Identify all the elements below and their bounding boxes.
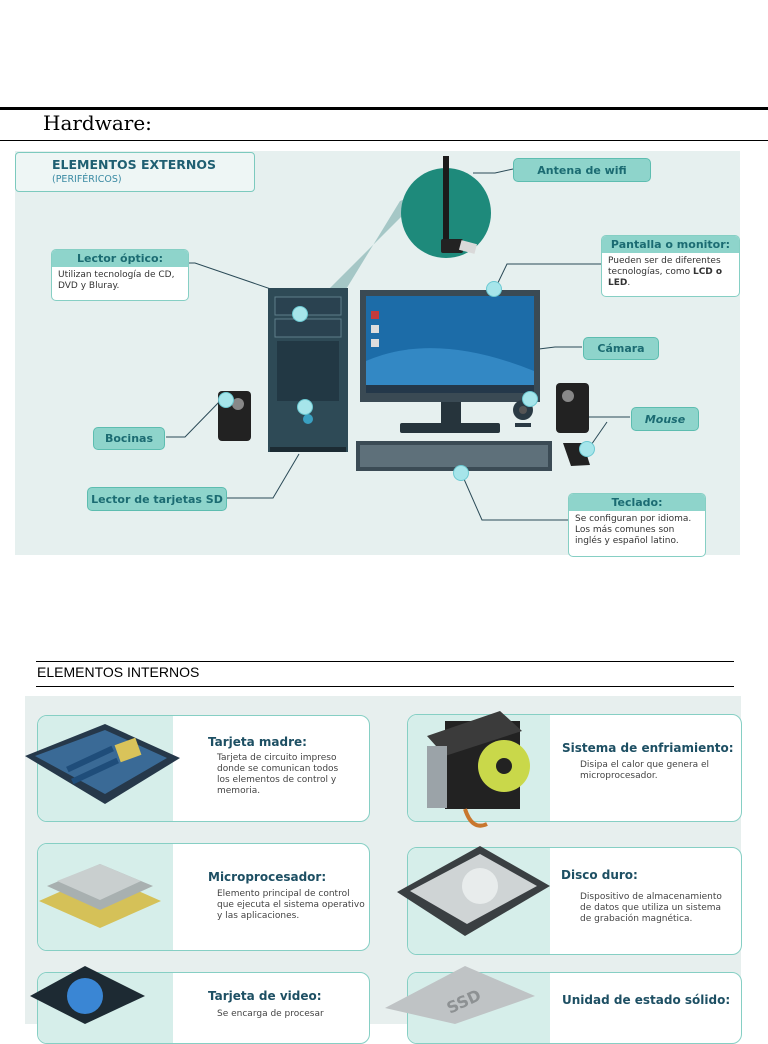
label-pantalla-monitor: Pantalla o monitor: Pueden ser de difere… — [601, 235, 740, 297]
internal-title-box — [36, 661, 734, 687]
hotspot-dot — [297, 399, 313, 415]
label-bocinas: Bocinas — [93, 427, 165, 450]
hotspot-dot — [486, 281, 502, 297]
label-teclado-desc: Se configuran por idioma. Los más comune… — [575, 514, 692, 546]
internal-title: ELEMENTOS INTERNOS — [37, 664, 200, 680]
card-desc: Disipa el calor que genera el microproce… — [580, 760, 710, 781]
card-desc: Dispositivo de almacenamiento de datos q… — [580, 892, 722, 924]
label-lector-sd: Lector de tarjetas SD — [87, 487, 227, 511]
label-pantalla-title: Pantalla o monitor: — [602, 236, 739, 253]
label-lector-optico: Lector óptico: Utilizan tecnología de CD… — [51, 249, 189, 301]
top-rule — [0, 107, 768, 110]
card-desc: Tarjeta de circuito impreso donde se com… — [217, 753, 339, 796]
card-title: Disco duro: — [561, 868, 638, 882]
card-title: Microprocesador: — [208, 870, 327, 884]
hotspot-dot — [218, 392, 234, 408]
title-rule — [0, 140, 768, 141]
hotspot-dot — [453, 465, 469, 481]
label-lector-optico-desc: Utilizan tecnología de CD, DVD y Bluray. — [58, 270, 175, 291]
external-title-box: ELEMENTOS EXTERNOS (PERIFÉRICOS) — [15, 152, 255, 192]
card-desc: Se encarga de procesar — [217, 1009, 324, 1019]
external-subtitle: (PERIFÉRICOS) — [52, 174, 122, 185]
label-teclado-title: Teclado: — [569, 494, 705, 511]
card-title: Sistema de enfriamiento: — [562, 741, 734, 755]
card-desc: Elemento principal de control que ejecut… — [217, 889, 365, 921]
page-title: Hardware: — [43, 111, 152, 135]
hotspot-dot — [292, 306, 308, 322]
hotspot-dot — [579, 441, 595, 457]
label-lector-optico-title: Lector óptico: — [52, 250, 188, 267]
label-antena-wifi: Antena de wifi — [513, 158, 651, 182]
internal-illustrations: SSD — [25, 711, 550, 1024]
hotspot-dot — [522, 391, 538, 407]
external-illustration — [166, 156, 630, 521]
external-title: ELEMENTOS EXTERNOS — [52, 157, 216, 172]
label-camara: Cámara — [583, 337, 659, 360]
card-title: Unidad de estado sólido: — [562, 993, 731, 1007]
label-mouse: Mouse — [631, 407, 699, 431]
label-pantalla-desc: Pueden ser de diferentes tecnologías, co… — [608, 256, 723, 288]
card-title: Tarjeta de video: — [208, 989, 322, 1003]
label-teclado: Teclado: Se configuran por idioma. Los m… — [568, 493, 706, 557]
card-title: Tarjeta madre: — [208, 735, 307, 749]
